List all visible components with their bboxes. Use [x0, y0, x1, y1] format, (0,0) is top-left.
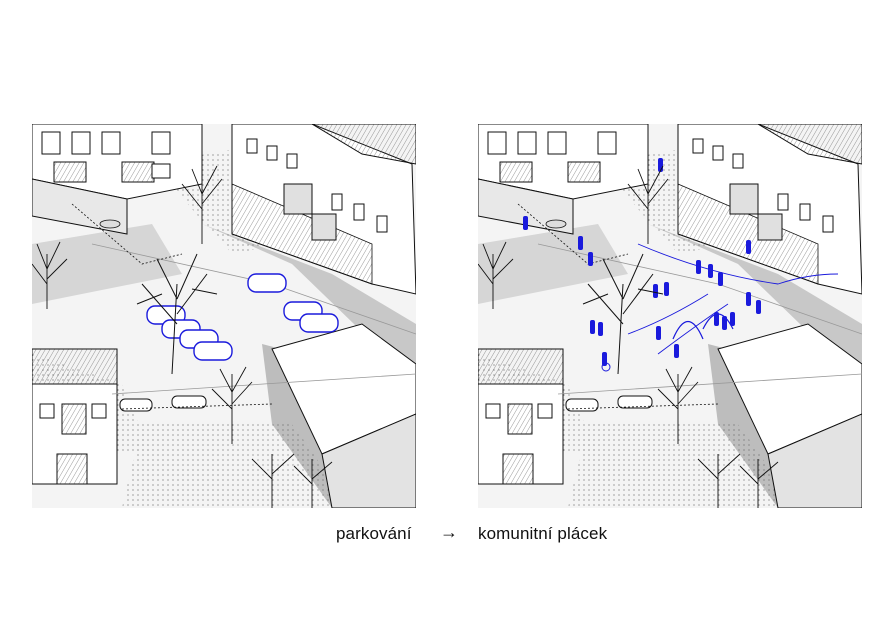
person — [578, 236, 583, 250]
arrow-right-icon: → — [440, 522, 459, 542]
bicycle — [601, 362, 611, 372]
person — [746, 292, 751, 306]
tree — [211, 366, 253, 444]
axonometric-after — [478, 124, 862, 508]
tree — [32, 241, 68, 309]
building-right — [231, 124, 416, 295]
building-bottom-right — [717, 323, 862, 508]
building-bottom-right — [271, 323, 416, 508]
tree — [697, 453, 779, 508]
tree — [627, 165, 669, 244]
person — [674, 344, 679, 358]
people-highlight — [523, 158, 761, 372]
panel-before-parking — [32, 124, 416, 508]
panel-after-community-square — [478, 124, 862, 508]
person — [602, 352, 607, 366]
shadow — [202, 224, 416, 384]
person — [708, 264, 713, 278]
person — [656, 326, 661, 340]
tree — [251, 453, 333, 508]
person — [718, 272, 723, 286]
person — [730, 312, 735, 326]
person — [746, 240, 751, 254]
person — [523, 216, 528, 230]
tree — [181, 165, 223, 244]
person — [714, 312, 719, 326]
tree — [478, 241, 514, 309]
lawn — [122, 424, 352, 508]
person — [664, 282, 669, 296]
building-bottom-left — [32, 348, 118, 485]
tree — [136, 253, 218, 375]
building-right — [677, 124, 862, 295]
person — [696, 260, 701, 274]
building-top-left — [32, 124, 203, 235]
person — [588, 252, 593, 266]
tree — [657, 366, 699, 444]
parked-cars-highlight — [146, 273, 339, 361]
person — [722, 316, 727, 330]
street-cars — [119, 395, 207, 412]
street-cars — [565, 395, 653, 412]
car — [193, 341, 233, 361]
person — [598, 322, 603, 336]
gazebo — [99, 219, 121, 229]
person — [756, 300, 761, 314]
person — [590, 320, 595, 334]
building-bottom-left — [478, 348, 564, 485]
car — [299, 313, 339, 333]
caption-after: komunitní plácek — [478, 524, 608, 543]
car — [247, 273, 287, 293]
shadow — [32, 224, 182, 304]
person — [653, 284, 658, 298]
gazebo — [545, 219, 567, 229]
caption-before: parkování — [336, 524, 412, 543]
tree — [582, 253, 664, 375]
building-top-left — [478, 124, 649, 235]
axonometric-before — [32, 124, 416, 508]
